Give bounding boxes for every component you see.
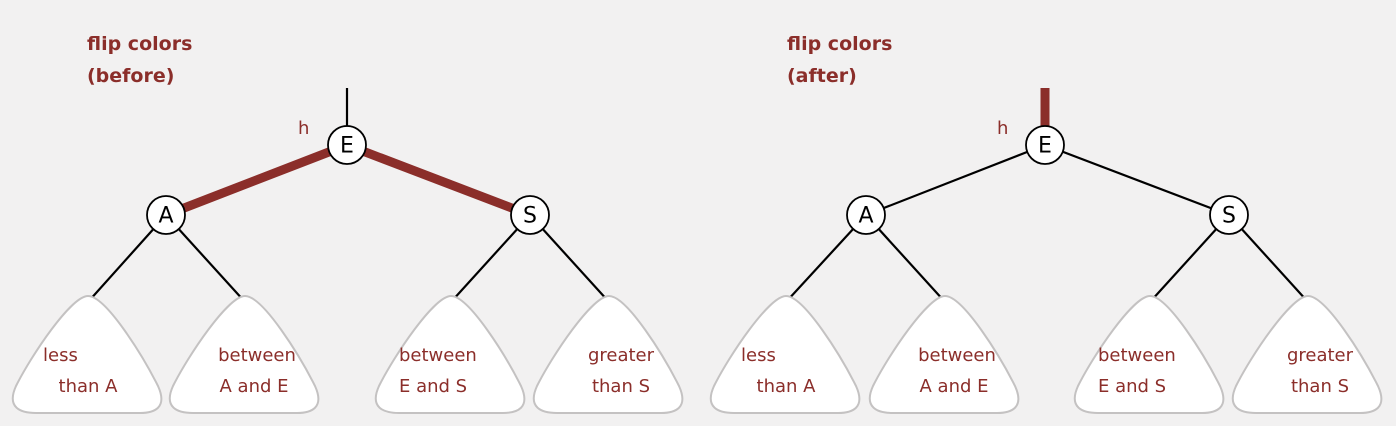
subtree-between-a-and-e: between A and E bbox=[868, 294, 1020, 414]
subtree-label-line1: greater bbox=[1287, 345, 1354, 366]
node-s-label: S bbox=[1222, 204, 1236, 229]
panel-before-title-line1: flip colors bbox=[87, 33, 192, 55]
subtree-label-line1: between bbox=[918, 345, 996, 366]
subtree-label-line2: than A bbox=[59, 376, 119, 397]
link-e-s bbox=[1044, 143, 1230, 217]
link-e-a bbox=[865, 143, 1046, 217]
subtree-less-than-a: less than A bbox=[709, 294, 861, 414]
subtree-label-line1: between bbox=[1098, 345, 1176, 366]
subtree-between-e-and-s: between E and S bbox=[1073, 294, 1225, 414]
subtree-label-line1: less bbox=[43, 345, 78, 366]
node-a: A bbox=[146, 195, 186, 235]
subtree-label-line2: E and S bbox=[399, 376, 467, 397]
subtree-label-line2: A and E bbox=[220, 376, 289, 397]
subtree-label-line1: between bbox=[218, 345, 296, 366]
node-e: E bbox=[1025, 125, 1065, 165]
node-e: E bbox=[327, 125, 367, 165]
subtree-between-a-and-e: between A and E bbox=[168, 294, 320, 414]
subtree-label-line1: less bbox=[741, 345, 776, 366]
red-link-e-a bbox=[164, 140, 349, 220]
node-e-label: E bbox=[340, 134, 354, 159]
subtree-between-e-and-s: between E and S bbox=[374, 294, 526, 414]
h-label: h bbox=[997, 118, 1008, 139]
panel-after: flip colors (after) less than A between … bbox=[709, 33, 1383, 414]
node-s: S bbox=[1209, 195, 1249, 235]
panel-after-title-line1: flip colors bbox=[787, 33, 892, 55]
subtree-label-line1: between bbox=[399, 345, 477, 366]
panel-after-title-line2: (after) bbox=[787, 65, 857, 87]
subtree-label-line2: E and S bbox=[1098, 376, 1166, 397]
panel-before: flip colors (before) less than A between… bbox=[11, 33, 684, 414]
node-a-label: A bbox=[858, 204, 873, 229]
node-s-label: S bbox=[523, 204, 537, 229]
subtree-label-line2: than S bbox=[592, 376, 650, 397]
red-link-e-s bbox=[345, 140, 532, 220]
subtree-label-line1: greater bbox=[588, 345, 655, 366]
subtree-label-line2: A and E bbox=[920, 376, 989, 397]
node-a: A bbox=[846, 195, 886, 235]
h-label: h bbox=[298, 118, 309, 139]
node-s: S bbox=[510, 195, 550, 235]
subtree-label-line2: than S bbox=[1291, 376, 1349, 397]
subtree-label-line2: than A bbox=[757, 376, 817, 397]
panel-before-title-line2: (before) bbox=[87, 65, 174, 87]
node-a-label: A bbox=[158, 204, 173, 229]
node-e-label: E bbox=[1038, 134, 1052, 159]
subtree-greater-than-s: greater than S bbox=[1231, 294, 1383, 414]
subtree-less-than-a: less than A bbox=[11, 294, 163, 414]
subtree-greater-than-s: greater than S bbox=[532, 294, 684, 414]
